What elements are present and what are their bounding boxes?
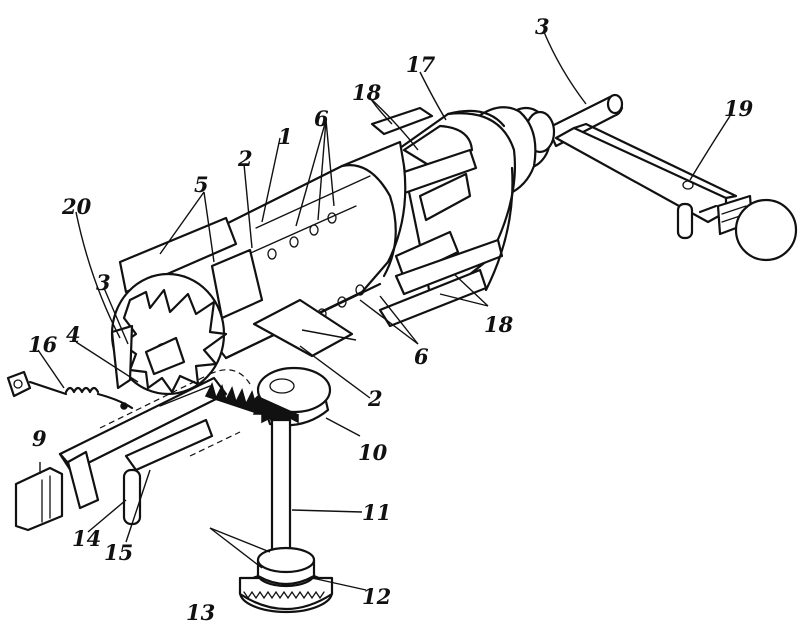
hole bbox=[337, 296, 347, 308]
label-17: 17 bbox=[406, 52, 436, 77]
front-assembly bbox=[110, 216, 264, 396]
label-2-top: 2 bbox=[237, 146, 253, 171]
hole bbox=[355, 284, 365, 296]
hole bbox=[267, 248, 277, 260]
reference-numerals: 3 19 17 18 6 1 2 5 20 3 16 4 18 6 2 10 9… bbox=[28, 14, 754, 625]
label-6-top: 6 bbox=[314, 106, 329, 131]
hole bbox=[289, 236, 299, 248]
label-15: 15 bbox=[104, 540, 133, 565]
pinion-assembly bbox=[238, 366, 334, 614]
label-20: 20 bbox=[61, 194, 92, 219]
spring-assembly bbox=[6, 370, 134, 410]
knob bbox=[734, 198, 798, 262]
label-5: 5 bbox=[194, 172, 209, 197]
hole bbox=[327, 212, 337, 224]
label-2-bottom: 2 bbox=[367, 386, 383, 411]
label-11: 11 bbox=[362, 500, 391, 525]
label-9: 9 bbox=[32, 426, 47, 451]
hole bbox=[309, 224, 319, 236]
rack-assembly bbox=[14, 369, 267, 532]
label-3-top: 3 bbox=[535, 14, 550, 39]
cage bbox=[348, 106, 517, 328]
label-19: 19 bbox=[724, 96, 754, 121]
label-1: 1 bbox=[278, 124, 293, 149]
label-18-top: 18 bbox=[352, 80, 382, 105]
label-13: 13 bbox=[186, 600, 215, 625]
label-12: 12 bbox=[362, 584, 391, 609]
handle-bar bbox=[554, 122, 798, 262]
leader-lines bbox=[37, 31, 731, 591]
label-14: 14 bbox=[72, 526, 101, 551]
label-18-bottom: 18 bbox=[484, 312, 514, 337]
label-6-bottom: 6 bbox=[414, 344, 429, 369]
label-16: 16 bbox=[28, 332, 58, 357]
label-10: 10 bbox=[358, 440, 388, 465]
label-4: 4 bbox=[66, 322, 81, 347]
label-3-left: 3 bbox=[96, 270, 111, 295]
